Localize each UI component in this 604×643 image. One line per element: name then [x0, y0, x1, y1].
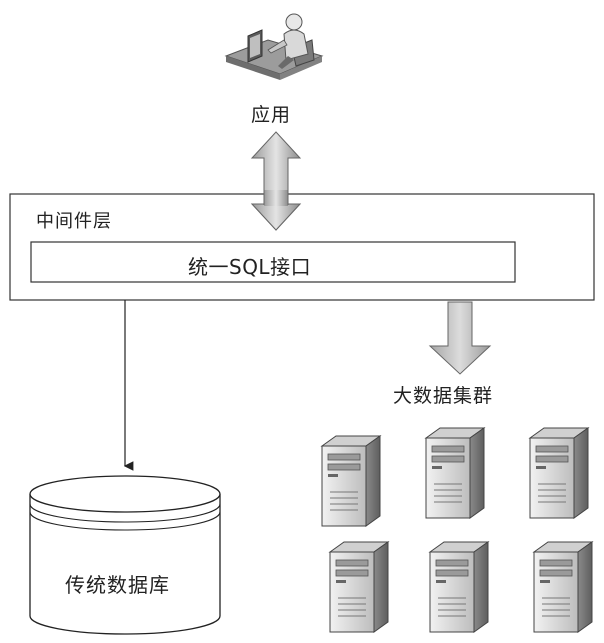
server-tower-icon	[320, 435, 382, 527]
middleware-layer-title: 中间件层	[36, 211, 112, 232]
sql-interface-box	[30, 241, 516, 283]
server-tower-icon	[428, 541, 490, 633]
middleware-to-cluster-arrow	[428, 301, 492, 375]
cluster-label: 大数据集群	[393, 385, 494, 407]
sql-interface-label: 统一SQL接口	[188, 255, 312, 279]
double-arrow-lower-tip	[250, 203, 302, 231]
user-at-computer-icon	[224, 13, 324, 80]
server-tower-icon	[328, 541, 390, 633]
server-tower-icon	[424, 427, 486, 519]
double-arrow-shaft-overlay	[264, 190, 288, 206]
app-label: 应用	[251, 104, 292, 126]
server-tower-icon	[532, 541, 594, 633]
middleware-layer-box	[9, 193, 595, 301]
server-cluster	[320, 427, 594, 633]
database-cylinder-icon	[29, 475, 221, 635]
database-label: 传统数据库	[65, 573, 170, 597]
server-tower-icon	[528, 427, 590, 519]
